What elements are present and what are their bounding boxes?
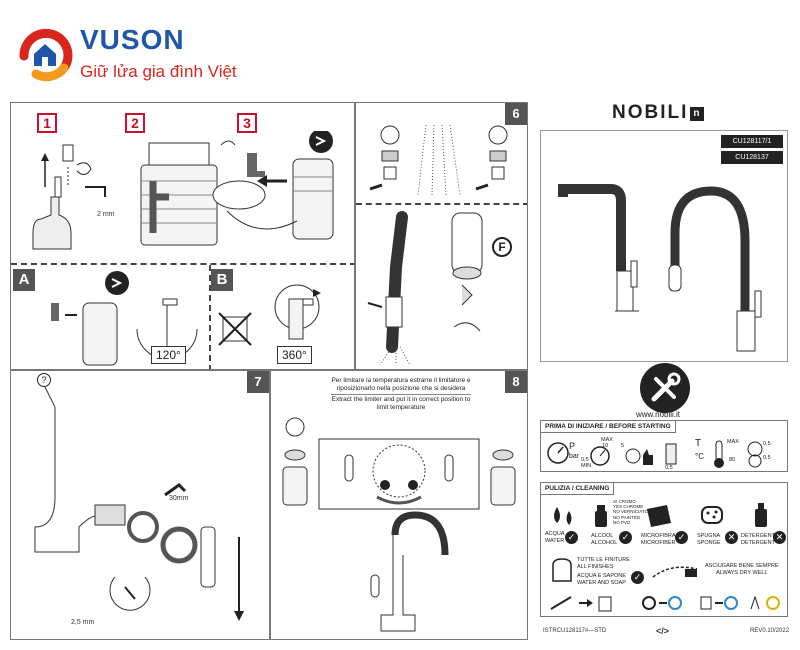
nobili-logo-square-icon: n [690,107,705,121]
step-3-label: 3 [237,113,257,133]
allen-key-2mm-label: 2 mm [97,211,115,218]
alcohol-extra-label: SI CROMO YES CHROME NO VERNICIATO NO PAI… [613,499,649,525]
footer-code-icon: </> [656,626,670,636]
temperature-limiter-illustration [282,417,516,632]
microfiber-label: MICROFIBRA MICROFIBER [641,533,676,546]
ratio-value-2: 0,5 [763,455,771,461]
disposal-icons-row [550,595,780,612]
brand-tagline: Giữ lửa gia đình Việt [80,62,237,81]
gauge-icon [590,446,610,466]
temp-c-label: °C [695,452,704,461]
soap-bag-icon [552,558,572,582]
allen-key-25mm-label: 2,5 mm [71,619,95,626]
max-label: MAX [601,437,613,443]
step-b-illustration [218,284,321,346]
nobili-logo-text: NOBILI [612,102,689,123]
product-code-2: CU128137 [721,151,783,164]
30mm-label: 30mm [169,495,189,502]
temp-max-value: 80 [729,457,736,463]
temp-max-label: MAX [727,439,739,445]
water-and-soap-label: ACQUA E SAPONE WATER AND SOAP [577,573,626,586]
flow-value: 5 [621,443,625,449]
panel-install-steps: 1 2 3 2 mm [10,102,355,370]
water-drops-icon [554,507,572,525]
detergent-cross-icon: ✕ [773,531,786,544]
pressure-gauge-icon [547,442,569,464]
step-1-label: 1 [37,113,57,133]
footer-code: ISTRCU128117#—STD [543,628,607,634]
temp-t-label: T [695,438,702,449]
cleaning-block: PULIZIA / CLEANING ACQUA WATER ✓ SI CROM… [540,482,788,617]
microfiber-cloth-icon [647,505,671,527]
detergent-bottle-icon [755,503,767,527]
cloth-wiping-icon [652,566,698,578]
brand-name: VUSON [80,24,185,55]
question-badge: ? [37,373,51,387]
panel-6-number: 6 [505,103,527,125]
letter-f-badge: F [492,237,512,257]
cleaning-title: PULIZIA / CLEANING [541,483,615,495]
step-a-illustration [51,271,198,366]
cartridge-disassembly-illustration [34,386,244,621]
section-divider [356,203,527,205]
filter-icon [665,443,677,465]
footer-revision: REV0.10/2022 [750,628,790,634]
instruction-manual: 1 2 3 2 mm [8,100,528,640]
temperature-note-it: Per limitare la temperatura estrarre il … [331,377,471,392]
spray-bottle-icon [595,505,607,527]
always-dry-label: ASCIUGARE BENE SEMPRE ALWAYS DRY WELL [705,563,779,576]
panel-7-number: 7 [247,371,269,393]
panel-7-cartridge: 7 ? 30mm 2,5 mm [10,370,270,640]
tools-icon [640,363,690,413]
brand-logo: VUSON Giữ lửa gia đình Việt [14,22,264,92]
pressure-ratio-icon [747,441,763,468]
temperature-note-en: Extract the limiter and put it in correc… [331,394,471,411]
product-frame: CU128117/1 CU128137 [540,130,788,362]
temperature-note: Per limitare la temperatura estrarre il … [331,377,471,412]
aerator-cleaning-illustration [369,124,508,196]
alcohol-check-icon: ✓ [619,531,632,544]
faucet-products-illustration [558,184,762,352]
vuson-logo-icon [19,28,73,82]
filter-value: 0,5 [665,465,673,471]
before-starting-block: PRIMA DI INIZIARE / BEFORE STARTING P ba… [540,420,788,472]
before-starting-title: PRIMA DI INIZIARE / BEFORE STARTING [541,421,676,433]
sponge-icon [701,506,723,524]
all-finishes-check-icon: ✓ [631,571,644,584]
panel-6-aerator-and-spray: 6 F [355,102,528,370]
water-check-icon: ✓ [565,531,578,544]
all-finishes-label: TUTTE LE FINITURE ALL FINISHES [577,557,630,570]
section-divider [11,263,354,265]
step-2-illustration [140,142,218,246]
angle-360-label: 360° [277,346,312,364]
sponge-cross-icon: ✕ [725,531,738,544]
pressure-p-label: P [569,441,576,451]
thermometer-icon [714,440,724,468]
min-label: MIN [581,463,592,469]
step-a-label: A [13,269,35,291]
alcohol-label: ALCOOL ALCOHOL [591,533,618,546]
pull-out-spray-illustration [367,211,483,366]
thumbs-up-icon [625,448,653,465]
section-divider-vertical [209,265,211,369]
panel-8-temperature-limiter: 8 Per limitare la temperatura estrarre i… [270,370,528,640]
website-label: www.nobili.it [636,410,681,419]
product-code-1: CU128117/1 [721,135,783,148]
angle-120-label: 120° [151,346,186,364]
detergent-label: DETERGENTE DETERGENT [741,533,779,546]
step-3-illustration [212,131,334,240]
pressure-bar-label: bar [569,453,580,460]
max-value: 10 [602,443,609,449]
min-value: 0,5 [581,457,589,463]
water-label: ACQUA WATER [545,531,565,544]
microfiber-check-icon: ✓ [675,531,688,544]
step-b-label: B [211,269,233,291]
step-2-label: 2 [125,113,145,133]
panel-8-number: 8 [505,371,527,393]
ratio-value-1: 0,5 [763,441,771,447]
sponge-label: SPUGNA SPONGE [697,533,721,546]
step-1-illustration [32,144,106,250]
